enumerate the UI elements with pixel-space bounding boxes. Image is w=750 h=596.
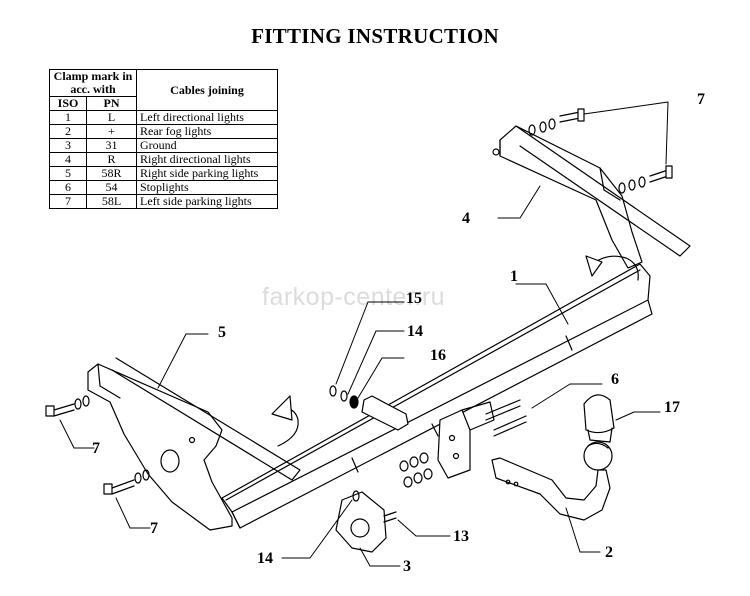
table-row: 6 54 Stoplights	[49, 180, 278, 195]
callout-15: 15	[406, 290, 422, 307]
ball-mount-plate	[399, 399, 527, 488]
table-row: 4 R Right directional lights	[49, 152, 278, 167]
cable-cell: Stoplights	[136, 180, 278, 195]
left-side-bracket	[87, 357, 301, 531]
clamp-mark-header: Clamp mark in acc. with	[49, 69, 137, 97]
ball-cap	[583, 394, 615, 443]
cable-cell: Left side parking lights	[136, 194, 278, 209]
callout-14: 14	[407, 323, 423, 340]
right-side-bracket	[492, 125, 691, 269]
pn-header: PN	[86, 96, 137, 111]
callout-13: 13	[453, 528, 469, 545]
rotation-arrow-left	[271, 395, 299, 447]
leader-lines	[59, 101, 669, 567]
callout-16: 16	[430, 347, 446, 364]
cable-cell: Right side parking lights	[136, 166, 278, 181]
cable-cell: Ground	[136, 138, 278, 153]
table-row: 7 58L Left side parking lights	[49, 194, 278, 209]
callout-4: 4	[462, 210, 470, 227]
callout-14: 14	[257, 550, 273, 567]
pn-cell: 54	[86, 180, 137, 195]
callout-7: 7	[92, 440, 100, 457]
bolt-set-upper	[528, 108, 673, 194]
table-row: 3 31 Ground	[49, 138, 278, 153]
callout-3: 3	[403, 558, 411, 575]
fastener-group-center	[329, 385, 409, 431]
callout-1: 1	[510, 268, 518, 285]
cable-cell: Right directional lights	[136, 152, 278, 167]
iso-cell: 7	[49, 194, 87, 209]
pn-cell: 31	[86, 138, 137, 153]
cables-joining-header: Cables joining	[136, 69, 278, 111]
cross-beam	[221, 263, 653, 529]
callout-7: 7	[697, 91, 705, 108]
watermark: farkop-center.ru	[262, 283, 446, 311]
page-title: FITTING INSTRUCTION	[251, 24, 499, 48]
callout-5: 5	[218, 324, 226, 341]
ball-hook	[491, 441, 613, 521]
callout-6: 6	[611, 371, 619, 388]
callout-labels: 1 2 3 4 5 6 7 7 7 13 14 14 15 16 17	[92, 91, 705, 575]
callout-17: 17	[664, 399, 680, 416]
pn-cell: 58L	[86, 194, 137, 209]
socket-plate	[335, 490, 397, 553]
callout-7: 7	[150, 520, 158, 537]
bolt-set-left	[45, 395, 150, 495]
wiring-table: Clamp mark in acc. with Cables joining I…	[49, 69, 278, 209]
rotation-arrow-right	[585, 255, 639, 281]
callout-2: 2	[605, 544, 613, 561]
